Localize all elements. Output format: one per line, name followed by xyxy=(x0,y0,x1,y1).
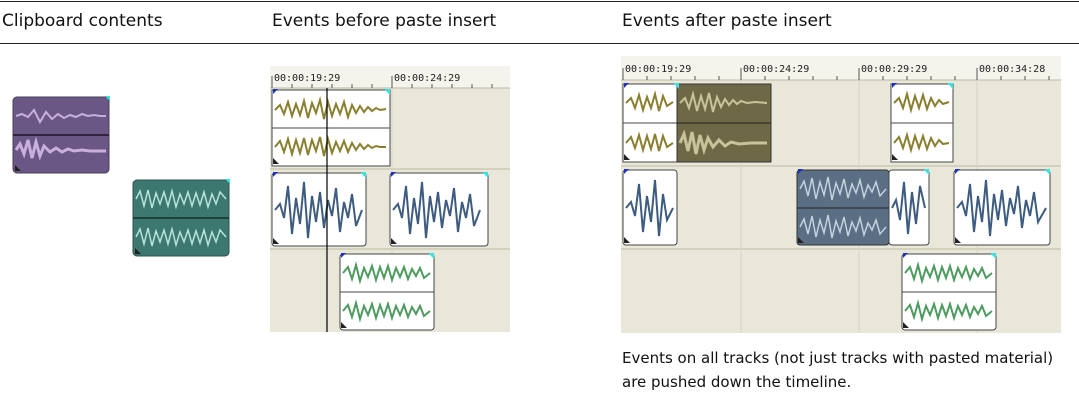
after-ruler-label-1: 00:00:24:29 xyxy=(743,64,809,75)
clipboard-panel xyxy=(10,92,240,262)
before-clip-blue-2[interactable] xyxy=(389,172,489,247)
clipboard-clip-purple[interactable] xyxy=(12,96,110,174)
after-timeline: 00:00:19:29 00:00:24:29 00:00:29:29 00:0… xyxy=(621,56,1061,333)
after-clip-blue-pasted[interactable] xyxy=(796,169,890,246)
after-clip-olive-left[interactable] xyxy=(622,83,678,163)
after-clip-olive-pasted[interactable] xyxy=(673,83,772,163)
after-clip-olive-right[interactable] xyxy=(890,83,954,163)
after-clip-blue-left[interactable] xyxy=(622,169,678,246)
before-ruler-label-0: 00:00:19:29 xyxy=(274,73,340,84)
after-ruler-label-0: 00:00:19:29 xyxy=(625,64,691,75)
after-clip-blue-right[interactable] xyxy=(953,169,1051,246)
before-clip-olive[interactable] xyxy=(271,89,391,167)
before-header: Events before paste insert xyxy=(272,11,497,31)
before-ruler-label-1: 00:00:24:29 xyxy=(394,73,460,84)
caption-note: Events on all tracks (not just tracks wi… xyxy=(622,349,1054,391)
after-clip-green[interactable] xyxy=(901,253,997,331)
header-rule xyxy=(0,43,1079,44)
after-ruler-label-2: 00:00:29:29 xyxy=(861,64,927,75)
clipboard-header: Clipboard contents xyxy=(2,11,163,31)
before-clip-green[interactable] xyxy=(339,253,435,331)
after-ruler-label-3: 00:00:34:28 xyxy=(979,64,1045,75)
clipboard-clip-teal[interactable] xyxy=(132,179,230,257)
after-clip-blue-middle[interactable] xyxy=(888,169,930,246)
corner-resize-icon xyxy=(15,165,21,171)
before-timeline: 00:00:19:29 00:00:24:29 xyxy=(270,66,510,332)
before-clip-blue-1[interactable] xyxy=(271,172,367,247)
after-ruler xyxy=(621,56,1061,80)
waveform-icon xyxy=(15,108,106,125)
before-ruler xyxy=(270,66,510,88)
fade-out-marker-icon xyxy=(105,96,110,101)
top-rule xyxy=(0,1,1079,2)
after-header: Events after paste insert xyxy=(622,11,832,31)
